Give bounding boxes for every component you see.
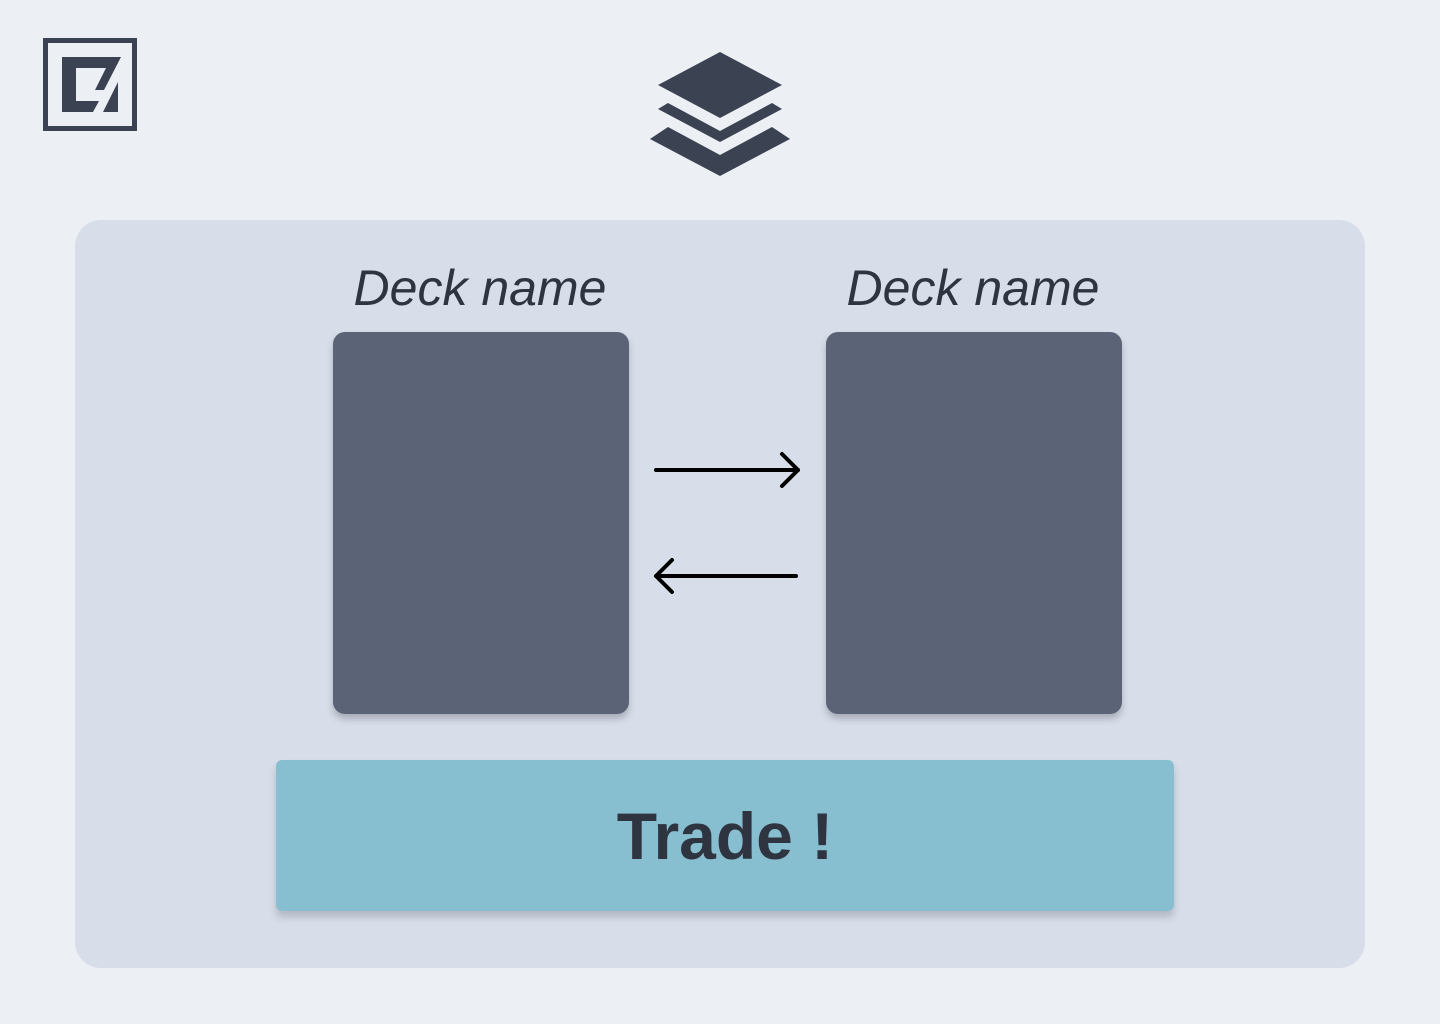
app-logo-icon[interactable] (43, 38, 137, 131)
left-deck-name: Deck name (353, 260, 607, 316)
right-deck-name: Deck name (846, 260, 1100, 316)
trade-button[interactable]: Trade ! (276, 760, 1174, 911)
left-deck-card[interactable] (333, 332, 629, 714)
arrow-left-icon (654, 558, 798, 594)
stacked-layers-icon (650, 52, 790, 176)
right-deck-card[interactable] (826, 332, 1122, 714)
arrow-right-icon (654, 452, 800, 488)
